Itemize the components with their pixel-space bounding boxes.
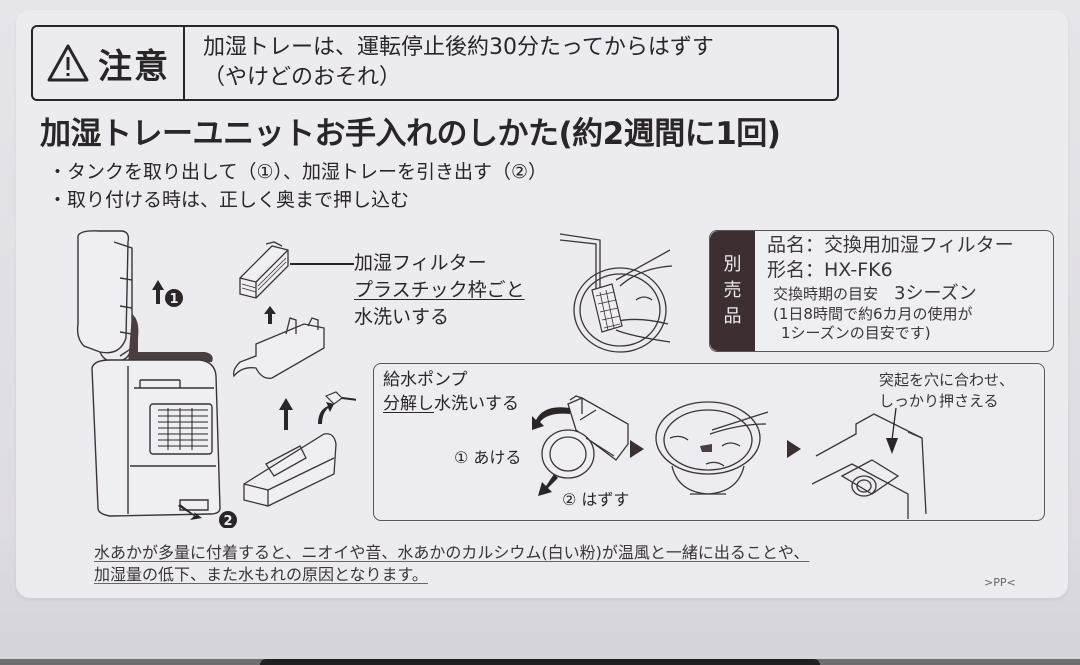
warning-triangle-icon (47, 44, 89, 82)
next-step-arrow-icon (630, 440, 644, 458)
tray-parts-illustration (226, 238, 375, 513)
arrow-down-left-icon (538, 474, 558, 496)
pump-title: 給水ポンプ (383, 370, 468, 390)
warning-footnote: 水あかが多量に付着すると、ニオイや音、水あかのカルシウム(白い粉)が温風と一緒に… (94, 542, 809, 586)
pump-action: 分解し水洗いする (383, 392, 519, 416)
filter-emphasis: プラスチック枠ごと (354, 279, 525, 301)
arrow-down-right-icon (178, 504, 202, 520)
sold-separately-tag: 別 売 品 (710, 231, 755, 351)
arrow-down-icon (886, 438, 898, 454)
replacement-note-1: (1日8時間で約6カ月の使用が (773, 305, 973, 323)
reattach-note: 突起を穴に合わせ、 しっかり押さえる (879, 370, 1014, 412)
device-edge (0, 659, 1080, 665)
pump-instructions: 給水ポンプ 分解し水洗いする (383, 368, 519, 416)
bullet-item: タンクを取り出して（①）、加湿トレーを引き出す（②） (54, 158, 547, 186)
filter-instructions: 加湿フィルター プラスチック枠ごと 水洗いする (354, 250, 525, 331)
arrow-up-icon (152, 280, 164, 304)
replacement-label: 交換時期の目安 (773, 285, 879, 303)
step-1-marker: 1 (169, 292, 178, 307)
caution-label: 注意 (98, 46, 170, 87)
product-name: 品名：交換用加湿フィルター (767, 234, 1014, 256)
pump-action-emphasis: 分解し (383, 394, 434, 414)
tag-char: 別 (723, 254, 742, 275)
humidifier-unit-illustration: 1 2 (70, 228, 240, 529)
replacement-note-2: 1シーズンの目安です) (781, 324, 931, 342)
washing-filter-illustration (559, 230, 700, 355)
footnote-line-1: 水あかが多量に付着すると、ニオイや音、水あかのカルシウム(白い粉)が温風と一緒に… (94, 543, 810, 562)
caution-header: 注意 (33, 27, 185, 99)
instruction-bullets: タンクを取り出して（①）、加湿トレーを引き出す（②） 取り付ける時は、正しく奥ま… (54, 158, 547, 214)
reattach-note-line-2: しっかり押さえる (879, 392, 999, 410)
footnote-line-2: 加湿量の低下、また水もれの原因となります。 (94, 565, 428, 584)
rotate-arrow-icon (532, 407, 570, 430)
tag-char: 売 (723, 280, 742, 301)
step-open-label: ① あける (454, 448, 522, 467)
reattach-drawing (812, 407, 927, 519)
caution-line-1: 加湿トレーは、運転停止後約30分たってからはずす (203, 35, 714, 60)
material-code: >PP< (984, 576, 1016, 589)
next-step-arrow-icon (787, 440, 801, 458)
arrow-up-icon (264, 306, 276, 324)
pump-action-rest: 水洗いする (434, 394, 519, 414)
caution-line-2: （やけどのおそれ） (203, 65, 402, 90)
arrow-up-icon (279, 398, 293, 430)
step-remove-label: ② はずす (562, 490, 630, 509)
replacement-interval: 交換時期の目安 3シーズン (767, 283, 1014, 305)
pump-drawing (532, 395, 629, 496)
curved-arrow-icon (318, 402, 334, 424)
water-pump-box: 給水ポンプ 分解し水洗いする ① あける ② はずす 突起を穴に合わせ、 しっか… (373, 363, 1045, 521)
filter-name: 加湿フィルター (354, 252, 487, 274)
caution-message: 加湿トレーは、運転停止後約30分たってからはずす （やけどのおそれ） (185, 27, 714, 99)
product-model: 形名：HX-FK6 (767, 259, 893, 281)
section-heading: 加湿トレーユニットお手入れのしかた(約2週間に1回) (40, 116, 781, 152)
replacement-value: 3シーズン (894, 283, 977, 304)
tray-clean-drawing (655, 401, 769, 495)
sold-separately-box: 別 売 品 品名：交換用加湿フィルター 形名：HX-FK6 交換時期の目安 3シー… (709, 230, 1054, 352)
filter-action: 水洗いする (354, 306, 450, 328)
tag-char: 品 (723, 306, 742, 327)
bullet-item: 取り付ける時は、正しく奥まで押し込む (54, 186, 547, 214)
sold-separately-details: 品名：交換用加湿フィルター 形名：HX-FK6 交換時期の目安 3シーズン (1日… (755, 231, 1014, 351)
reattach-note-line-1: 突起を穴に合わせ、 (879, 371, 1015, 389)
humidifier-drawing: 1 2 (76, 230, 237, 529)
step-2-marker: 2 (223, 514, 232, 528)
caution-box: 注意 加湿トレーは、運転停止後約30分たってからはずす （やけどのおそれ） (31, 25, 839, 101)
